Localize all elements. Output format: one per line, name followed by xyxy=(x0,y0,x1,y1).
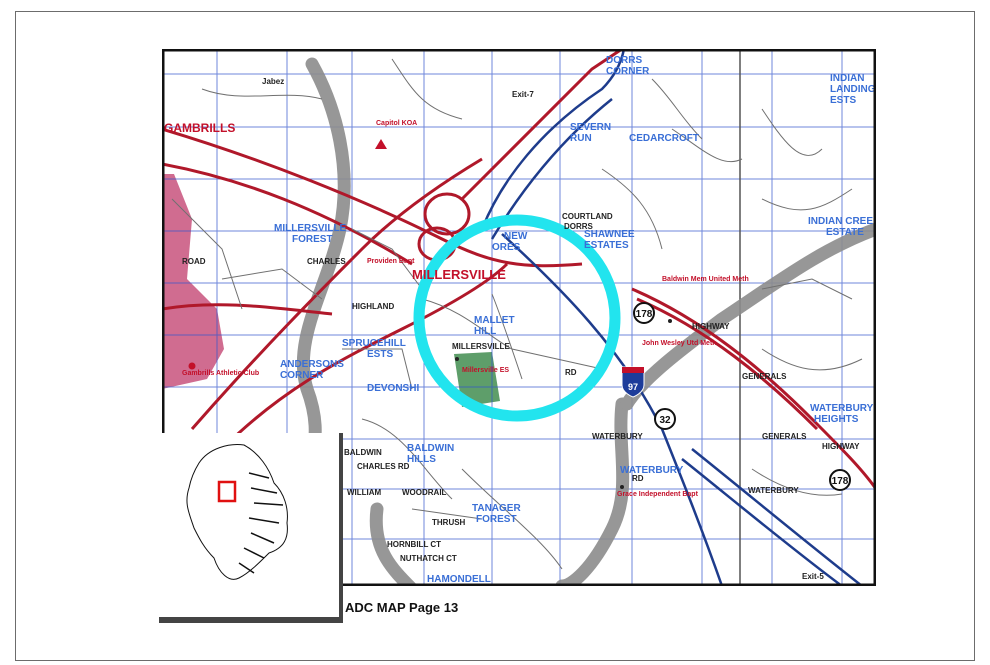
road-labels: Jabez Exit-7 Exit-5 ROAD HIGHLAND CHARLE… xyxy=(182,77,860,581)
svg-text:ANDERSONS: ANDERSONS xyxy=(280,359,344,370)
svg-text:ESTATES: ESTATES xyxy=(584,240,629,251)
svg-text:WATERBURY: WATERBURY xyxy=(592,432,643,441)
svg-text:Exit-7: Exit-7 xyxy=(512,90,534,99)
svg-text:ESTATE: ESTATE xyxy=(826,227,864,238)
svg-text:MILLERSVILLE: MILLERSVILLE xyxy=(452,342,510,351)
svg-text:178: 178 xyxy=(636,309,653,320)
svg-text:RD: RD xyxy=(565,368,577,377)
svg-text:BALDWIN: BALDWIN xyxy=(407,443,454,454)
svg-text:Baldwin Mem United Meth: Baldwin Mem United Meth xyxy=(662,276,749,283)
svg-text:MILLERSVILLE: MILLERSVILLE xyxy=(274,223,347,234)
church-marker-icon xyxy=(668,319,672,323)
svg-text:GENERALS: GENERALS xyxy=(762,432,807,441)
locator-inset xyxy=(159,433,343,623)
svg-text:WATERBURY: WATERBURY xyxy=(810,403,874,414)
locator-map xyxy=(159,433,343,623)
svg-text:WATERBURY: WATERBURY xyxy=(620,465,684,476)
svg-text:INDIAN CREE: INDIAN CREE xyxy=(808,216,873,227)
svg-text:Gambrills Athletic Club: Gambrills Athletic Club xyxy=(182,370,259,377)
svg-text:ROAD: ROAD xyxy=(182,257,206,266)
place-labels-blue: DORRS CORNER INDIAN LANDING ESTS SEVERN … xyxy=(274,55,876,585)
svg-text:NEW: NEW xyxy=(504,231,528,242)
svg-text:97: 97 xyxy=(628,382,638,392)
svg-text:HIGHWAY: HIGHWAY xyxy=(692,322,730,331)
svg-text:Jabez: Jabez xyxy=(262,77,284,86)
svg-text:LANDING: LANDING xyxy=(830,84,876,95)
svg-text:BALDWIN: BALDWIN xyxy=(344,448,382,457)
svg-text:ESTS: ESTS xyxy=(830,95,856,106)
svg-text:GENERALS: GENERALS xyxy=(742,372,787,381)
svg-text:MALLET: MALLET xyxy=(474,315,515,326)
svg-text:CORNER: CORNER xyxy=(606,66,650,77)
svg-text:Exit-5: Exit-5 xyxy=(802,572,824,581)
svg-text:WILLIAM: WILLIAM xyxy=(347,488,382,497)
svg-text:WOODRAIL: WOODRAIL xyxy=(402,488,447,497)
svg-text:FOREST: FOREST xyxy=(476,514,517,525)
red-highways xyxy=(162,49,876,490)
school-ground xyxy=(454,352,500,407)
church-marker-icon xyxy=(620,485,624,489)
page-frame: DORRS CORNER INDIAN LANDING ESTS SEVERN … xyxy=(15,11,975,661)
svg-text:Grace Independent Bapt: Grace Independent Bapt xyxy=(617,491,699,498)
svg-text:HAMONDELL: HAMONDELL xyxy=(427,574,491,585)
club-marker-icon xyxy=(188,362,196,370)
svg-text:HILL: HILL xyxy=(474,326,496,337)
svg-text:HILLS: HILLS xyxy=(407,454,436,465)
svg-text:Capitol KOA: Capitol KOA xyxy=(376,120,417,127)
svg-text:CHARLES: CHARLES xyxy=(307,257,346,266)
svg-text:INDIAN: INDIAN xyxy=(830,73,864,84)
svg-text:John Wesley Utd Meth: John Wesley Utd Meth xyxy=(642,340,717,347)
locator-marker xyxy=(217,480,237,503)
svg-text:ESTS: ESTS xyxy=(367,349,393,360)
svg-text:DORRS: DORRS xyxy=(606,55,642,66)
svg-text:CEDARCROFT: CEDARCROFT xyxy=(629,133,699,144)
svg-text:ORES: ORES xyxy=(492,242,521,253)
svg-text:HIGHWAY: HIGHWAY xyxy=(822,442,860,451)
highlight-circle xyxy=(413,214,621,422)
svg-text:CHARLES RD: CHARLES RD xyxy=(357,462,410,471)
svg-text:32: 32 xyxy=(659,415,671,426)
svg-text:178: 178 xyxy=(832,476,849,487)
local-roads xyxy=(171,58,863,570)
poi-markers xyxy=(188,139,672,489)
svg-text:COURTLAND: COURTLAND xyxy=(562,212,613,221)
svg-text:CORNER: CORNER xyxy=(280,370,324,381)
svg-text:HEIGHTS: HEIGHTS xyxy=(814,414,859,425)
place-labels-red: GAMBRILLS MILLERSVILLE Capitol KOA Provi… xyxy=(164,120,749,498)
svg-text:THRUSH: THRUSH xyxy=(432,518,466,527)
svg-text:Providen Bapt: Providen Bapt xyxy=(367,258,415,265)
svg-text:RUN: RUN xyxy=(570,133,592,144)
svg-text:NUTHATCH CT: NUTHATCH CT xyxy=(400,554,457,563)
svg-text:HORNBILL CT: HORNBILL CT xyxy=(387,540,441,549)
svg-text:WATERBURY: WATERBURY xyxy=(748,486,799,495)
svg-text:HIGHLAND: HIGHLAND xyxy=(352,302,394,311)
svg-text:SEVERN: SEVERN xyxy=(570,122,611,133)
svg-text:Millersville ES: Millersville ES xyxy=(462,367,509,374)
svg-text:TANAGER: TANAGER xyxy=(472,503,521,514)
svg-text:SHAWNEE: SHAWNEE xyxy=(584,229,635,240)
route-shields: 178 32 97 178 xyxy=(621,302,851,491)
svg-text:DEVONSHI: DEVONSHI xyxy=(367,383,419,394)
school-marker-icon xyxy=(455,357,459,361)
map-caption: ADC MAP Page 13 xyxy=(345,600,459,615)
svg-text:SPRUCEHILL: SPRUCEHILL xyxy=(342,338,406,349)
svg-text:RD: RD xyxy=(632,474,644,483)
svg-text:DORRS: DORRS xyxy=(564,222,594,231)
campground-icon xyxy=(375,139,387,149)
svg-text:MILLERSVILLE: MILLERSVILLE xyxy=(412,267,506,282)
svg-text:FOREST: FOREST xyxy=(292,234,333,245)
svg-text:GAMBRILLS: GAMBRILLS xyxy=(164,121,235,135)
